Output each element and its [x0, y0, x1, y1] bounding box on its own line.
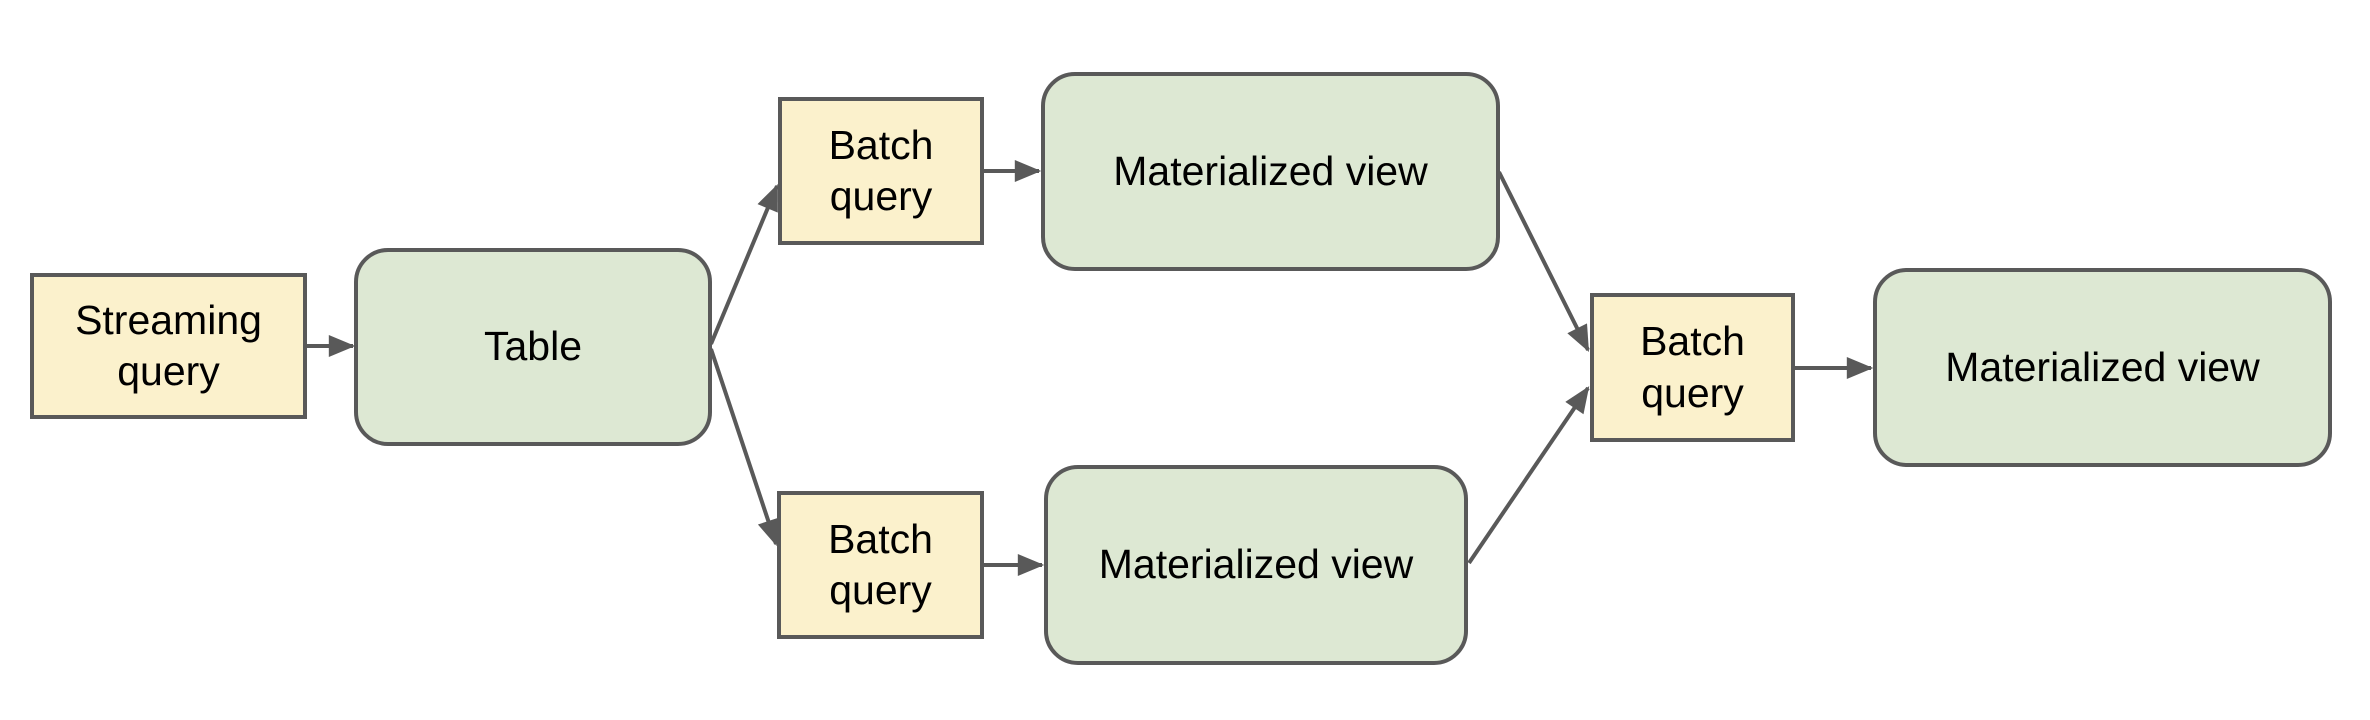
node-table-label: Table [483, 323, 582, 370]
node-batch-query-top: Batch query [778, 97, 984, 245]
node-batch-query-right: Batch query [1590, 293, 1795, 442]
node-materialized-view-bottom-label: Materialized view [1098, 541, 1414, 588]
node-streaming-query: Streaming query [30, 273, 307, 419]
edge-table-to-batch-query-top [709, 183, 779, 345]
node-batch-query-bottom-label: Batch query [828, 515, 933, 613]
node-materialized-view-bottom: Materialized view [1044, 465, 1468, 665]
edge-materialized-view-bottom-to-batch-query-right [1467, 386, 1590, 565]
edge-table-to-batch-query-bottom [709, 348, 779, 547]
node-table: Table [354, 248, 712, 446]
node-batch-query-right-label: Batch query [1640, 318, 1745, 416]
node-streaming-query-label: Streaming query [75, 296, 262, 394]
node-materialized-view-right-label: Materialized view [1945, 343, 2260, 390]
node-materialized-view-top-label: Materialized view [1113, 147, 1428, 194]
edge-materialized-view-top-to-batch-query-right [1497, 171, 1590, 352]
node-batch-query-bottom: Batch query [777, 491, 984, 639]
node-batch-query-top-label: Batch query [828, 121, 934, 219]
node-materialized-view-right: Materialized view [1873, 268, 2332, 467]
node-materialized-view-top: Materialized view [1041, 72, 1500, 271]
